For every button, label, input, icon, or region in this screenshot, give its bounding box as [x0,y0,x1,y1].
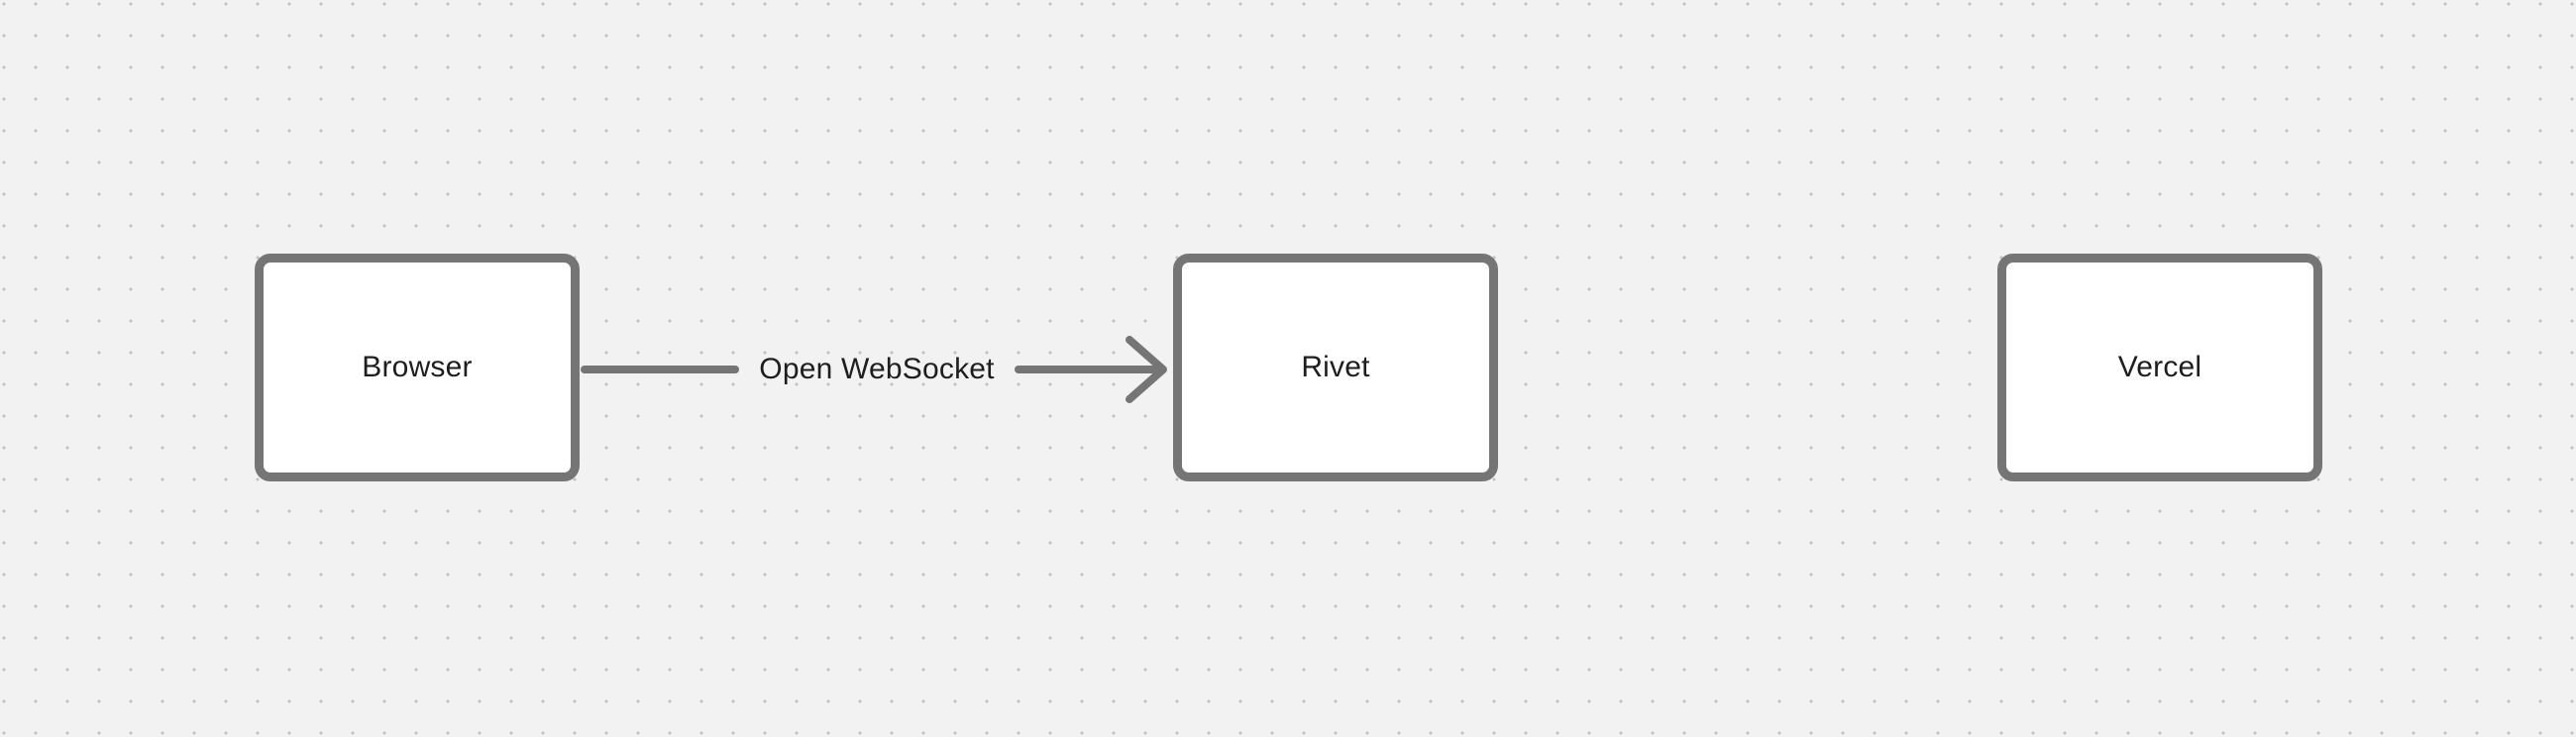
node-vercel[interactable]: Vercel [1997,254,2322,481]
node-rivet-label: Rivet [1301,351,1370,383]
arrowhead-right-icon [1126,336,1167,403]
node-rivet[interactable]: Rivet [1173,254,1498,481]
node-browser-label: Browser [362,351,473,383]
node-browser[interactable]: Browser [255,254,580,481]
connector-label[interactable]: Open WebSocket [759,353,995,385]
node-vercel-label: Vercel [2117,351,2202,383]
